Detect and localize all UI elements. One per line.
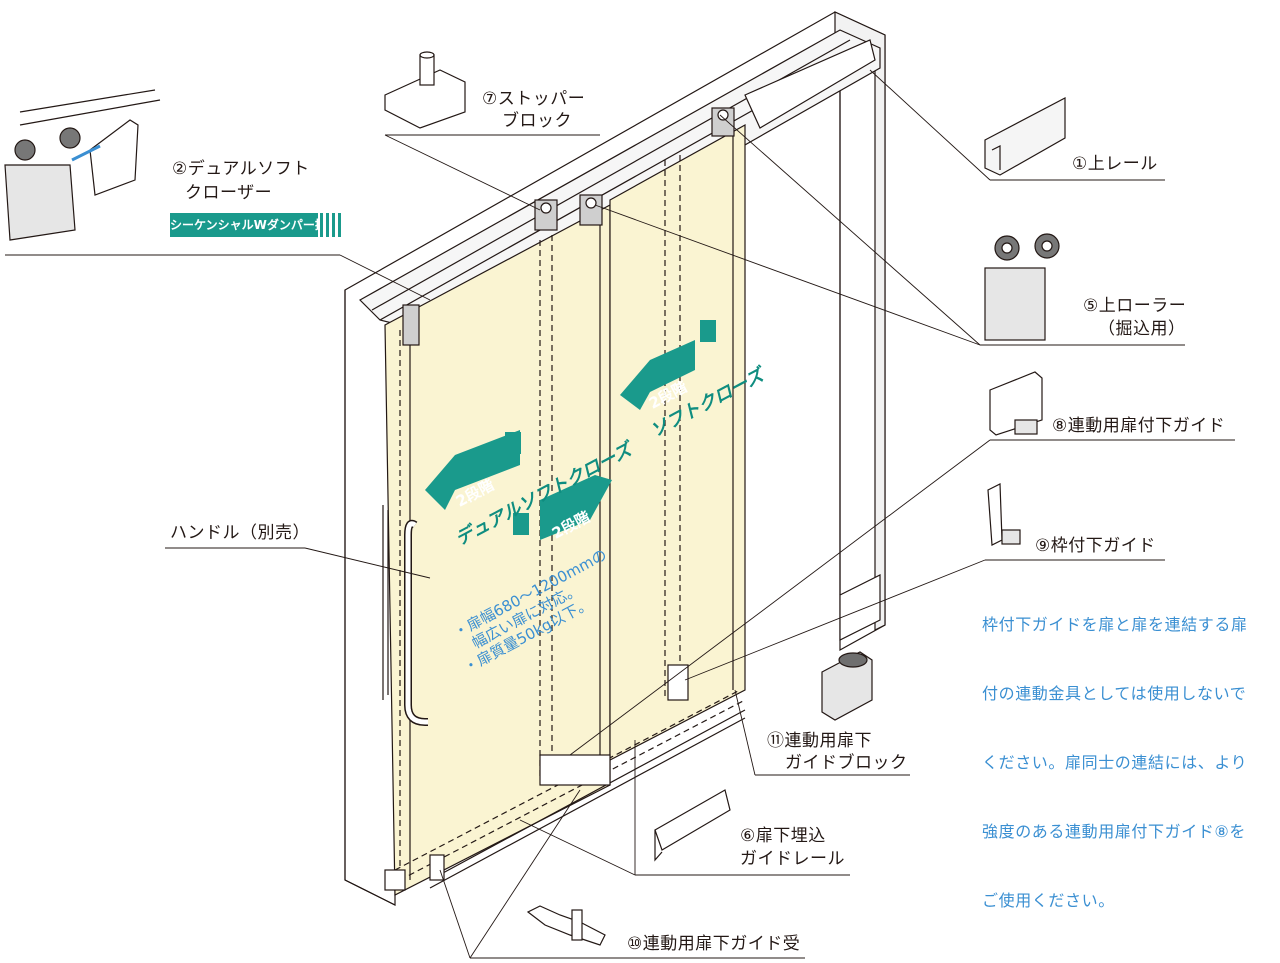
top-roller-part: [984, 233, 1060, 341]
note-line: ください。扉同士の連結には、より: [982, 753, 1248, 772]
door-guide-part: [989, 371, 1043, 436]
top-rollers: [402, 107, 735, 346]
bottom-rail: [429, 709, 746, 889]
label-frame-guide: ⑨枠付下ガイド: [1035, 536, 1156, 556]
label-upper-rail: ①上レール: [1072, 154, 1158, 174]
stopper-block-part: [384, 51, 466, 129]
leader-lines: [5, 69, 1235, 959]
note-line: ご使用ください。: [982, 891, 1115, 910]
left-door-panel: [384, 204, 611, 896]
label-top-roller-1: ⑤上ローラー: [1083, 296, 1187, 316]
handle-drawing: [382, 505, 428, 726]
note-line: 枠付下ガイドを扉と扉を連結する扉: [982, 615, 1248, 634]
top-rail: [359, 29, 881, 331]
guide-block-part: [821, 651, 873, 721]
label-handle: ハンドル（別売）: [170, 523, 310, 543]
label-guide-block-2: ガイドブロック: [785, 753, 908, 773]
frame-guide-part: [987, 483, 1021, 546]
note-line: 強度のある連動用扉付下ガイド⑧を: [982, 822, 1246, 841]
label-stopper-2: ブロック: [502, 111, 572, 131]
guide-receiver-part: [526, 905, 606, 946]
label-dual-soft-closer-2: クローザー: [185, 183, 273, 203]
label-door-guide: ⑧連動用扉付下ガイド: [1052, 416, 1226, 436]
bottom-hardware: [384, 664, 689, 891]
dual-soft-closer-part: [4, 89, 161, 241]
caution-note: 枠付下ガイドを扉と扉を連結する扉 付の連動金具としては使用しないで ください。扉…: [982, 567, 1280, 935]
upper-rail-part: [984, 97, 1066, 176]
label-top-roller-2: （掘込用）: [1098, 319, 1186, 339]
label-bottom-rail-1: ⑥扉下埋込: [740, 826, 826, 846]
label-guide-block-1: ⑪連動用扉下: [767, 731, 872, 751]
label-guide-receiver: ⑩連動用扉下ガイド受: [627, 934, 801, 954]
sequential-damper-badge: シーケンシャルWダンパー搭載: [170, 213, 318, 237]
label-bottom-rail-2: ガイドレール: [740, 849, 845, 869]
label-stopper-1: ⑦ストッパー: [482, 89, 586, 109]
bottom-rail-part: [654, 789, 731, 862]
badge-stripes: [320, 213, 342, 237]
label-dual-soft-closer-1: ②デュアルソフト: [172, 159, 310, 179]
right-door-panel: [609, 123, 746, 761]
note-line: 付の連動金具としては使用しないで: [982, 684, 1247, 703]
door-arrows: [425, 320, 716, 540]
